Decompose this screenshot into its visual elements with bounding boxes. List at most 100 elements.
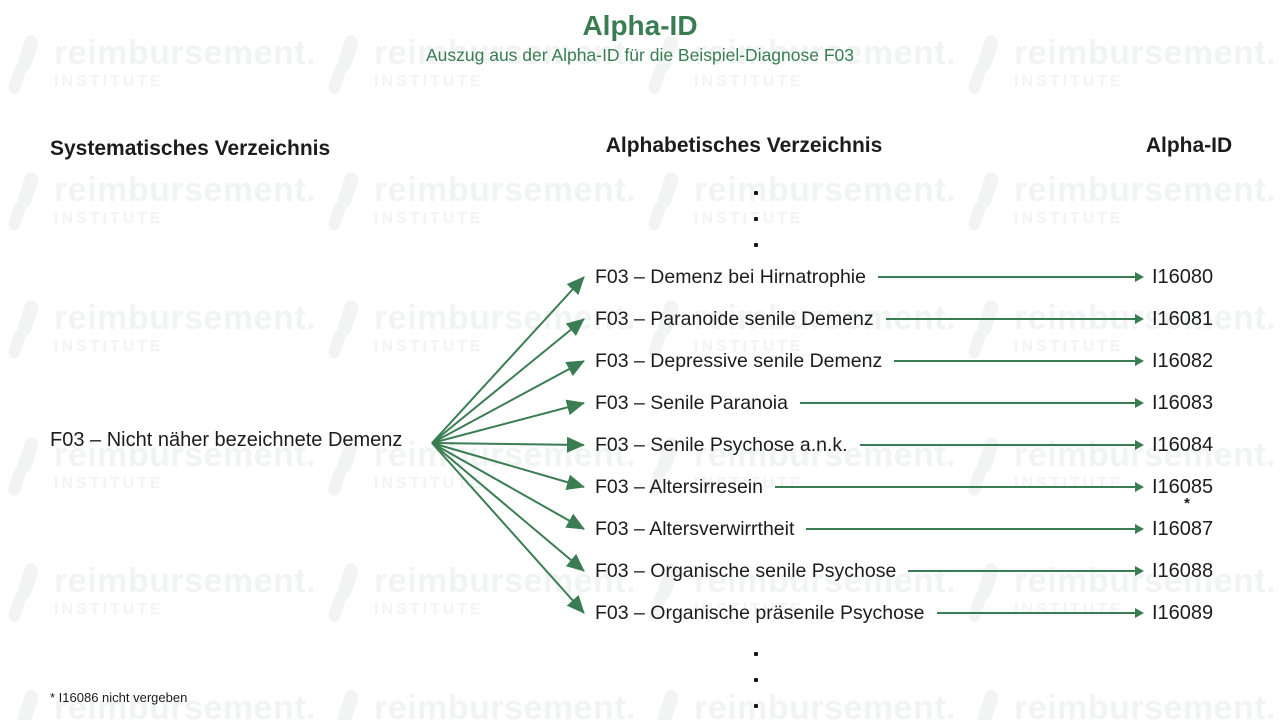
- brand-text: reimbursement.INSTITUTE: [1014, 35, 1276, 92]
- alpha-id-value: I16088: [1152, 559, 1214, 582]
- arrow-head-icon: [1135, 482, 1144, 492]
- arrow-line: [799, 402, 1135, 404]
- brand-name: reimbursement.: [54, 562, 317, 600]
- arrow-head-icon: [1135, 356, 1144, 366]
- diagnosis-label: F03 – Altersirresein: [595, 475, 763, 498]
- brand-bolt-icon: [6, 688, 46, 720]
- watermark: reimbursement.INSTITUTE: [646, 688, 956, 720]
- brand-subtitle: INSTITUTE: [1014, 338, 1124, 355]
- alpha-id-value: I16081: [1152, 307, 1214, 330]
- arrow-line: [775, 486, 1135, 488]
- brand-bolt-icon: [646, 170, 686, 234]
- brand-text: reimbursement.INSTITUTE: [374, 172, 636, 229]
- footnote: * I16086 nicht vergeben: [50, 690, 188, 705]
- brand-name: reimbursement.: [54, 436, 317, 474]
- arrow-head-icon: [1135, 314, 1144, 324]
- brand-name: reimbursement.: [694, 34, 957, 72]
- watermark: reimbursement.INSTITUTE: [646, 33, 956, 97]
- watermark: reimbursement.INSTITUTE: [646, 561, 956, 625]
- brand-name: reimbursement.: [374, 689, 637, 720]
- brand-subtitle: INSTITUTE: [54, 73, 164, 90]
- brand-subtitle: INSTITUTE: [694, 475, 804, 492]
- brand-name: reimbursement.: [694, 436, 957, 474]
- arrow-line: [894, 360, 1135, 362]
- watermark: reimbursement.INSTITUTE: [966, 170, 1277, 234]
- brand-subtitle: INSTITUTE: [54, 601, 164, 618]
- ellipsis-bottom-icon: [747, 652, 765, 708]
- brand-text: reimbursement.INSTITUTE: [54, 437, 316, 494]
- brand-name: reimbursement.: [1014, 171, 1277, 209]
- watermark: reimbursement.INSTITUTE: [6, 561, 316, 625]
- diagnosis-label: F03 – Demenz bei Hirnatrophie: [595, 265, 866, 288]
- brand-bolt-icon: [326, 298, 366, 362]
- page-subtitle: Auszug aus der Alpha-ID für die Beispiel…: [425, 45, 854, 65]
- brand-subtitle: INSTITUTE: [694, 73, 804, 90]
- diagnosis-label: F03 – Organische senile Psychose: [595, 559, 897, 582]
- column-header-alpha-id: Alpha-ID: [1145, 134, 1233, 157]
- brand-name: reimbursement.: [694, 171, 957, 209]
- brand-text: reimbursement.INSTITUTE: [54, 35, 316, 92]
- brand-subtitle: INSTITUTE: [694, 601, 804, 618]
- alpha-id-value: I16089: [1152, 601, 1214, 624]
- brand-name: reimbursement.: [694, 562, 957, 600]
- watermark: reimbursement.INSTITUTE: [966, 33, 1276, 97]
- brand-text: reimbursement.INSTITUTE: [374, 35, 636, 92]
- brand-text: reimbursement.INSTITUTE: [694, 563, 956, 620]
- brand-text: reimbursement.INSTITUTE: [694, 172, 956, 229]
- brand-subtitle: INSTITUTE: [694, 210, 804, 227]
- watermark: reimbursement.INSTITUTE: [966, 561, 1277, 625]
- brand-text: reimbursement.INSTITUTE: [54, 172, 316, 229]
- brand-bolt-icon: [326, 688, 366, 720]
- brand-text: reimbursement.INSTITUTE: [374, 690, 636, 720]
- brand-name: reimbursement.: [374, 34, 637, 72]
- alpha-id-value: I16082: [1152, 349, 1214, 372]
- watermark: reimbursement.INSTITUTE: [326, 561, 636, 625]
- brand-name: reimbursement.: [54, 299, 317, 337]
- arrow-head-icon: [1135, 608, 1144, 618]
- brand-text: reimbursement.INSTITUTE: [54, 300, 316, 357]
- watermark: reimbursement.INSTITUTE: [326, 298, 636, 362]
- watermark: reimbursement.INSTITUTE: [646, 435, 957, 499]
- brand-text: reimbursement.INSTITUTE: [694, 35, 956, 92]
- brand-bolt-icon: [6, 561, 46, 625]
- watermark: reimbursement.INSTITUTE: [6, 688, 317, 720]
- alpha-id-value: I16080: [1152, 265, 1214, 288]
- brand-bolt-icon: [966, 170, 1006, 234]
- brand-name: reimbursement.: [1014, 562, 1277, 600]
- brand-subtitle: INSTITUTE: [694, 338, 804, 355]
- watermark: reimbursement.INSTITUTE: [6, 33, 316, 97]
- brand-subtitle: INSTITUTE: [374, 210, 484, 227]
- brand-name: reimbursement.: [1014, 34, 1277, 72]
- brand-name: reimbursement.: [1014, 436, 1277, 474]
- brand-subtitle: INSTITUTE: [374, 73, 484, 90]
- watermark: reimbursement.INSTITUTE: [326, 688, 636, 720]
- page-title: Alpha-ID: [582, 10, 698, 41]
- brand-bolt-icon: [646, 688, 686, 720]
- footnote-marker: *: [1184, 495, 1190, 512]
- alpha-id-value: I16085: [1152, 475, 1214, 498]
- watermark: reimbursement.INSTITUTE: [326, 170, 636, 234]
- brand-name: reimbursement.: [54, 171, 317, 209]
- watermark: reimbursement.INSTITUTE: [966, 688, 1277, 720]
- column-header-alphabetic: Alphabetisches Verzeichnis: [605, 134, 883, 157]
- brand-text: reimbursement.INSTITUTE: [694, 690, 956, 720]
- arrow-head-icon: [1135, 398, 1144, 408]
- brand-text: reimbursement.INSTITUTE: [54, 563, 316, 620]
- arrow-line: [806, 528, 1135, 530]
- arrow-line: [877, 276, 1135, 278]
- watermark: reimbursement.INSTITUTE: [326, 33, 636, 97]
- watermark: reimbursement.INSTITUTE: [6, 298, 316, 362]
- arrow-line: [936, 612, 1135, 614]
- alpha-id-value: I16087: [1152, 517, 1214, 540]
- brand-subtitle: INSTITUTE: [1014, 73, 1124, 90]
- brand-name: reimbursement.: [1014, 689, 1277, 720]
- brand-name: reimbursement.: [54, 689, 317, 720]
- mapping-row: F03 – Organische senile Psychose I16088: [595, 550, 1222, 592]
